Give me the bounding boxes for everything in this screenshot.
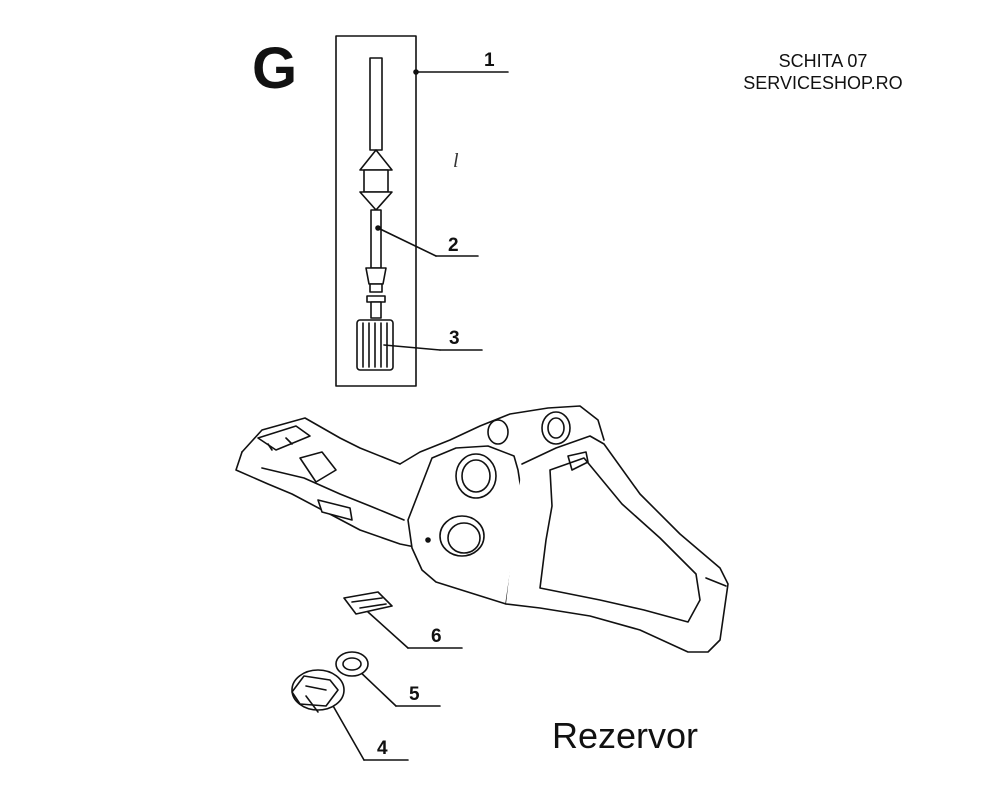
detail-inset-box xyxy=(335,35,417,387)
leader-lines xyxy=(331,71,509,761)
stray-mark: l xyxy=(453,150,459,172)
filler-grommet xyxy=(343,591,393,615)
section-letter: G xyxy=(252,36,298,101)
leader-dot xyxy=(375,225,381,231)
callout-4: 4 xyxy=(377,738,388,759)
fuel-filter xyxy=(356,319,394,371)
seal-ring xyxy=(335,651,369,677)
tank-housing xyxy=(235,405,729,653)
callout-5: 5 xyxy=(409,684,420,705)
sheet-number: SCHITA 07 xyxy=(778,51,868,71)
callout-2: 2 xyxy=(448,235,459,256)
callout-3: 3 xyxy=(449,328,460,349)
site-name: SERVICESHOP.RO xyxy=(743,73,903,93)
diagram-caption: Rezervor xyxy=(552,715,699,756)
fuel-hose xyxy=(359,57,393,319)
callout-1: 1 xyxy=(484,50,495,71)
tank-cap xyxy=(291,669,345,713)
leader-dot xyxy=(413,69,419,75)
diagram-header: SCHITA 07 SERVICESHOP.RO xyxy=(728,50,918,94)
callout-6: 6 xyxy=(431,626,442,647)
